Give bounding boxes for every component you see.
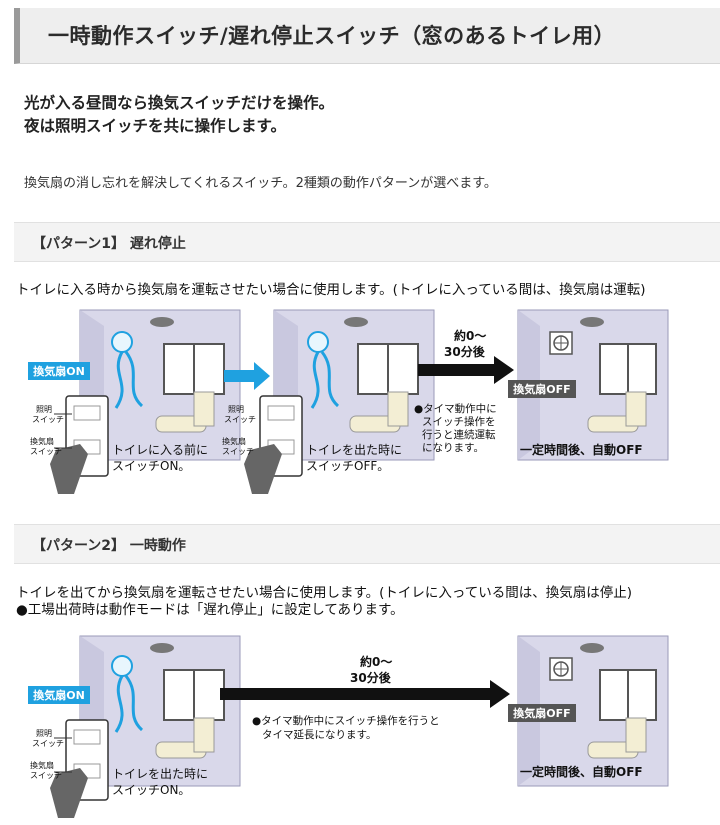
light-switch-label: 照明 — [36, 729, 52, 738]
step1-line2: スイッチON。 — [112, 459, 190, 473]
step2-line2: スイッチOFF。 — [306, 459, 389, 473]
fan-on-label: 換気扇ON — [33, 364, 85, 378]
fan-icon — [111, 331, 133, 353]
fan-switch-label: 換気扇 — [30, 760, 54, 770]
pattern2-heading-bar: 【パターン2】 一時動作 — [14, 524, 720, 564]
delay-line1: 約0〜 — [454, 328, 486, 343]
timer-note-4: になります。 — [422, 442, 484, 454]
fan-off-label: 換気扇OFF — [513, 706, 570, 720]
delay-line1: 約0〜 — [360, 654, 392, 669]
result-label: 一定時間後、自動OFF — [520, 764, 643, 779]
delay-line2: 30分後 — [444, 344, 486, 359]
pattern1-heading: 【パターン1】 遅れ停止 — [32, 236, 186, 252]
fan-on-badge — [28, 686, 90, 704]
fan-switch-label-2: スイッチ — [30, 771, 62, 780]
pattern1-note: トイレに入る時から換気扇を運転させたい場合に使用します。(トイレに入っている間は… — [16, 282, 646, 298]
room-3 — [517, 635, 669, 787]
step1-line1: トイレを出た時に — [112, 767, 208, 781]
timer-note-1: ●タイマ動作中にスイッチ操作を行うと — [252, 714, 440, 727]
light-switch-label-b2: スイッチ — [224, 415, 256, 424]
timer-note-1: ●タイマ動作中に — [414, 402, 497, 415]
lead-line-2: 夜は照明スイッチを共に操作します。 — [24, 117, 286, 135]
fan-on-badge — [28, 362, 90, 380]
result-label: 一定時間後、自動OFF — [520, 442, 643, 457]
fan-off-label: 換気扇OFF — [513, 382, 570, 396]
fan-switch-label-b2: スイッチ — [222, 447, 254, 456]
lead-text: 光が入る昼間なら換気スイッチだけを操作。 夜は照明スイッチを共に操作します。 — [24, 92, 334, 138]
step1-line2: スイッチON。 — [112, 783, 190, 797]
page-title-bar: 一時動作スイッチ/遅れ停止スイッチ（窓のあるトイレ用） — [14, 8, 720, 64]
fan-switch-label-2: スイッチ — [30, 447, 62, 456]
step1-line1: トイレに入る前に — [112, 442, 208, 457]
fan-off-badge — [508, 380, 576, 398]
blue-arrow — [224, 362, 270, 390]
fan-switch-label: 換気扇 — [30, 436, 54, 446]
lead-line-1: 光が入る昼間なら換気スイッチだけを操作。 — [24, 94, 335, 112]
fan-on-label: 換気扇ON — [33, 688, 85, 702]
timer-note-2: スイッチ操作を — [422, 415, 496, 428]
page-title: 一時動作スイッチ/遅れ停止スイッチ（窓のあるトイレ用） — [48, 24, 616, 48]
black-arrow — [418, 356, 514, 384]
pattern2-note1: トイレを出てから換気扇を運転させたい場合に使用します。(トイレに入っている間は、… — [16, 585, 633, 601]
pattern1-heading-bar: 【パターン1】 遅れ停止 — [14, 222, 720, 262]
light-switch-label: 照明 — [36, 405, 52, 414]
light-switch-label-2: スイッチ — [32, 415, 64, 424]
pattern2-heading: 【パターン2】 一時動作 — [32, 538, 186, 554]
description: 換気扇の消し忘れを解決してくれるスイッチ。2種類の動作パターンが選べます。 — [24, 176, 497, 191]
hand-icon — [50, 444, 88, 494]
pattern2-note2: ●工場出荷時は動作モードは「遅れ停止」に設定してあります。 — [16, 602, 404, 618]
light-switch-label-b: 照明 — [228, 405, 244, 414]
pattern2-diagram: 換気扇ON 照明 スイッチ 換気扇 スイッチ トイレを出た時に スイッチON。 … — [28, 635, 669, 818]
fan-switch-label-b: 換気扇 — [222, 436, 246, 446]
fan-off-badge — [508, 704, 576, 722]
delay-line2: 30分後 — [350, 670, 392, 685]
black-arrow — [220, 680, 510, 708]
timer-note-3: 行うと連続運転 — [422, 428, 496, 441]
step2-line1: トイレを出た時に — [306, 443, 402, 457]
pattern1-diagram: 換気扇ON 照明 スイッチ 換気扇 スイッチ トイレに入る前に スイッチON。 … — [28, 309, 669, 494]
timer-note-2: タイマ延長になります。 — [262, 729, 376, 741]
light-switch-label-2: スイッチ — [32, 739, 64, 748]
